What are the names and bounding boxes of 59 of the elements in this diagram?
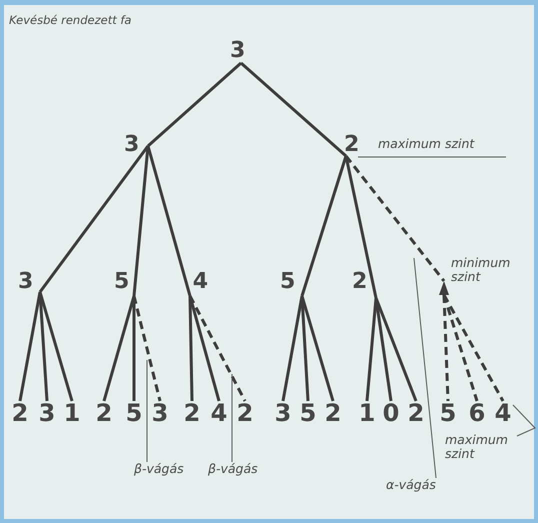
pruned-branch-line	[344, 155, 446, 282]
leaf-value: 4	[493, 401, 513, 427]
tree-branch-line	[240, 62, 347, 158]
leaf-value: 3	[150, 401, 170, 427]
tree-branch-line	[38, 292, 74, 402]
node-value: 5	[280, 271, 302, 296]
leaf-value: 5	[298, 401, 318, 427]
tree-branch-line	[188, 296, 194, 402]
tree-branch-line	[38, 292, 48, 402]
leaf-value: 2	[182, 401, 202, 427]
tree-branch-line	[300, 296, 334, 402]
tree-branch-line	[300, 296, 310, 402]
leader-line	[146, 360, 148, 462]
pruned-branch-line	[188, 295, 246, 402]
leaf-value: 2	[323, 401, 343, 427]
node-value: 2	[352, 271, 376, 298]
leaf-value: 5	[438, 401, 458, 427]
cut-note: maximum szint	[445, 433, 517, 462]
tree-branch-line	[188, 296, 220, 402]
leaf-value: 3	[37, 401, 57, 427]
leaf-value: 6	[467, 401, 487, 427]
node-value: 3	[18, 271, 40, 292]
leaf-value: 1	[357, 401, 377, 427]
tree-branch-line	[374, 297, 418, 402]
cut-note: β-vágás	[208, 462, 284, 476]
tree-branch-line	[366, 298, 378, 402]
node-value: 3	[124, 134, 148, 152]
tree-branch-line	[374, 298, 392, 402]
leaf-value: 2	[94, 401, 114, 427]
leader-line	[414, 258, 436, 478]
tree-branch-line	[18, 292, 42, 402]
leader-line	[512, 404, 536, 436]
leaf-value: 2	[235, 401, 255, 427]
leaf-value: 4	[209, 401, 229, 427]
leaf-value: 0	[381, 401, 401, 427]
tree-branch-line	[282, 296, 304, 402]
tree-branch-line	[147, 62, 242, 148]
tree-branch-line	[300, 156, 348, 296]
pruned-branch-line	[442, 294, 478, 402]
level-label: maximum szint	[378, 137, 476, 152]
leaf-value: 2	[406, 401, 426, 427]
pruned-branch-line	[442, 294, 504, 402]
leaf-value: 1	[62, 401, 82, 427]
tree-branch-line	[102, 296, 136, 402]
cut-note: β-vágás	[134, 462, 208, 476]
tree-branch-line	[146, 146, 192, 296]
node-value: 3	[230, 40, 252, 63]
node-value: 5	[114, 271, 134, 296]
level-label: minimum szint	[451, 256, 512, 285]
leaf-value: 3	[273, 401, 293, 427]
cut-note: α-vágás	[386, 478, 474, 492]
leaf-value: 2	[10, 401, 30, 427]
diagram-title: Kevésbé rendezett fa	[9, 13, 132, 27]
leaf-value: 5	[124, 401, 144, 427]
pruned-branch-line	[442, 294, 450, 402]
node-value: 2	[344, 134, 364, 156]
tree-branch-line	[38, 145, 150, 293]
node-value: 4	[188, 271, 208, 296]
pruned-branch-line	[132, 296, 162, 402]
